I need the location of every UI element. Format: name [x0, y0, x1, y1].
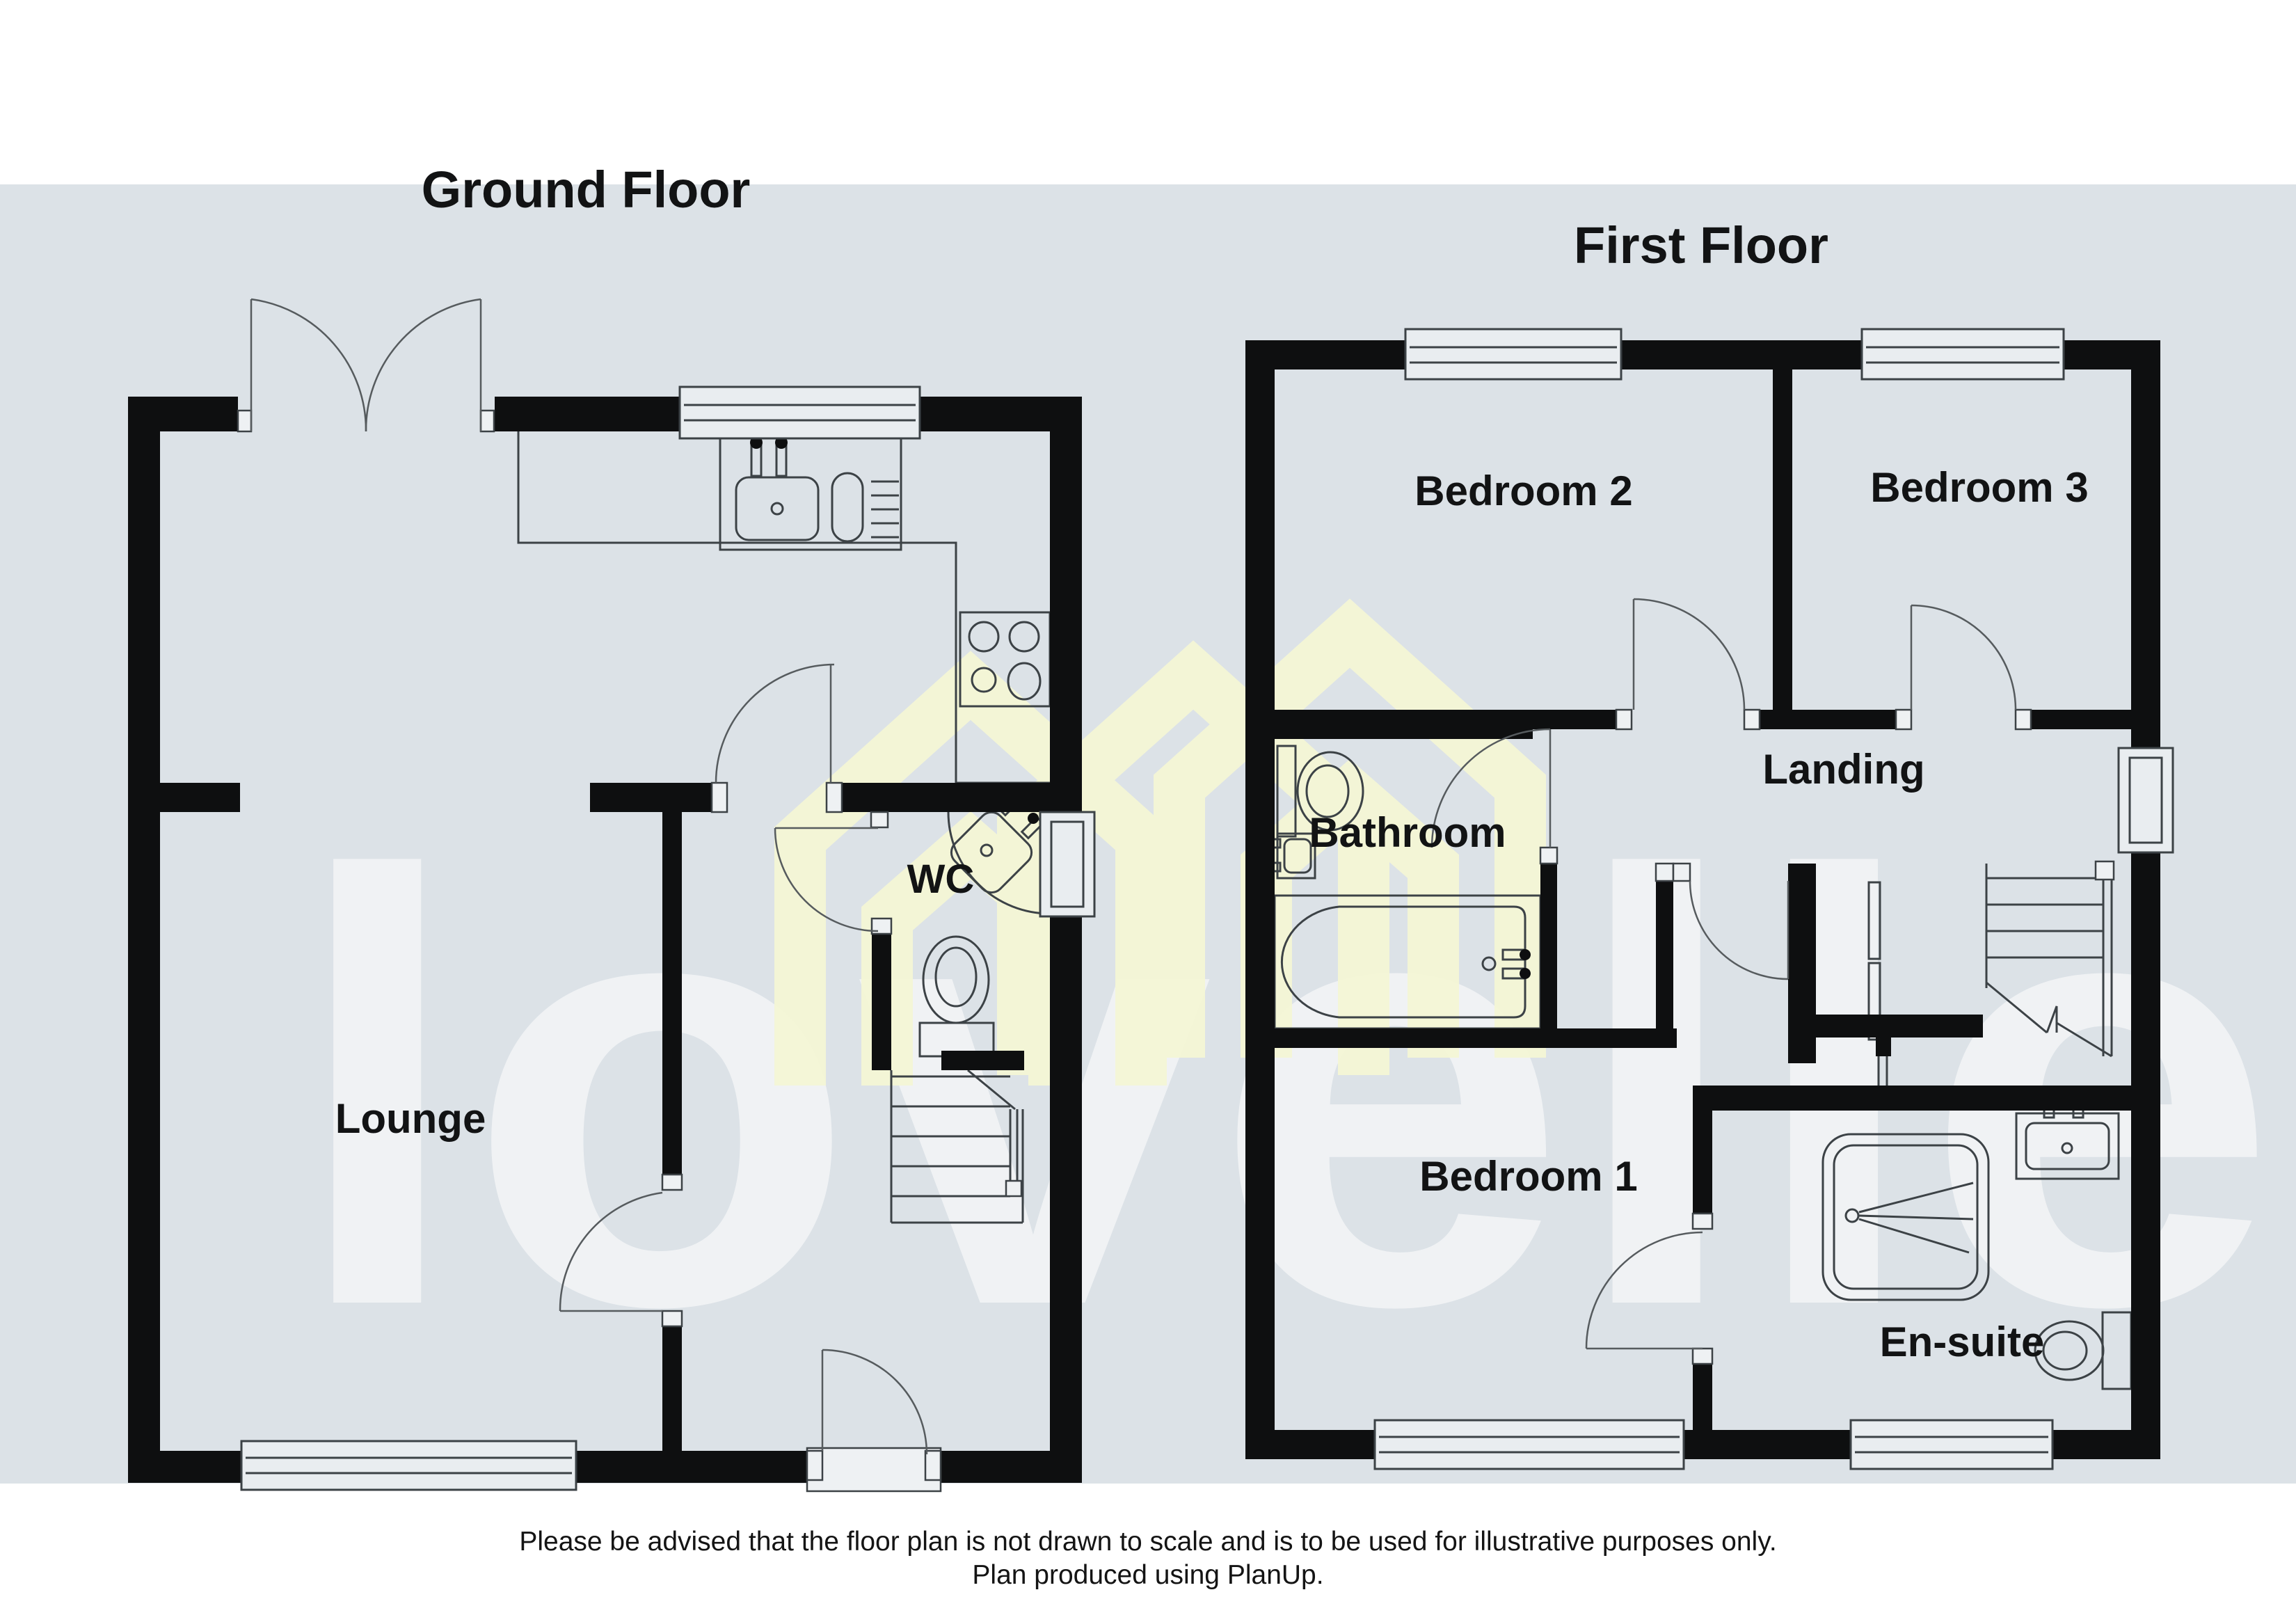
bedroom1-window	[1373, 1419, 1685, 1470]
ensuite-window	[1849, 1419, 2054, 1470]
disclaimer-line1: Please be advised that the floor plan is…	[519, 1527, 1776, 1557]
ensuite-toilet	[2034, 1311, 2132, 1390]
room-label-lounge: Lounge	[335, 1095, 486, 1142]
room-label-landing: Landing	[1762, 746, 1924, 793]
disclaimer-line2: Plan produced using PlanUp.	[972, 1560, 1323, 1590]
ground-floor-doors	[237, 298, 942, 1493]
bathroom-toilet	[1276, 745, 1364, 838]
front-door	[806, 1349, 942, 1493]
bedroom2-door	[1615, 598, 1761, 731]
kitchen-window	[678, 385, 921, 440]
first-floor-plan: First Floor Bedroom 2 Bedroom 3 Landing …	[1245, 216, 2174, 1470]
lounge-window	[240, 1440, 577, 1491]
room-label-ensuite: En-suite	[1880, 1319, 2045, 1365]
wc-door	[774, 811, 893, 935]
ground-floor-title: Ground Floor	[422, 161, 751, 218]
room-label-bedroom1: Bedroom 1	[1419, 1153, 1637, 1200]
first-floor-doors	[1430, 598, 2032, 1365]
ensuite-shower	[1821, 1133, 1990, 1301]
ground-floor-windows	[240, 385, 1096, 1491]
patio-double-door	[237, 298, 495, 433]
room-label-bedroom2: Bedroom 2	[1414, 468, 1632, 514]
bedroom2-window	[1404, 328, 1623, 381]
ground-floor-stairs	[890, 1069, 1024, 1224]
bedroom3-door	[1895, 604, 2032, 731]
bedroom3-window	[1860, 328, 2065, 381]
lounge-door	[559, 1173, 683, 1328]
room-label-bedroom3: Bedroom 3	[1870, 464, 2088, 511]
first-floor-windows	[1373, 328, 2174, 1470]
landing-cupboard	[1867, 881, 1888, 1086]
ensuite-door	[1585, 1212, 1714, 1365]
ground-floor-plan: Ground Floor Lounge WC	[128, 161, 1096, 1493]
bathroom-door	[1430, 728, 1558, 865]
room-label-bathroom: Bathroom	[1309, 809, 1506, 856]
landing-window	[2117, 747, 2174, 854]
wc-toilet	[918, 935, 995, 1058]
first-floor-stairs	[1985, 860, 2115, 1058]
kitchen-door	[710, 663, 843, 813]
wc-window	[1039, 811, 1096, 918]
room-label-wc: WC	[907, 857, 975, 902]
first-floor-title: First Floor	[1574, 216, 1828, 274]
bedroom1-door	[1655, 862, 1789, 980]
